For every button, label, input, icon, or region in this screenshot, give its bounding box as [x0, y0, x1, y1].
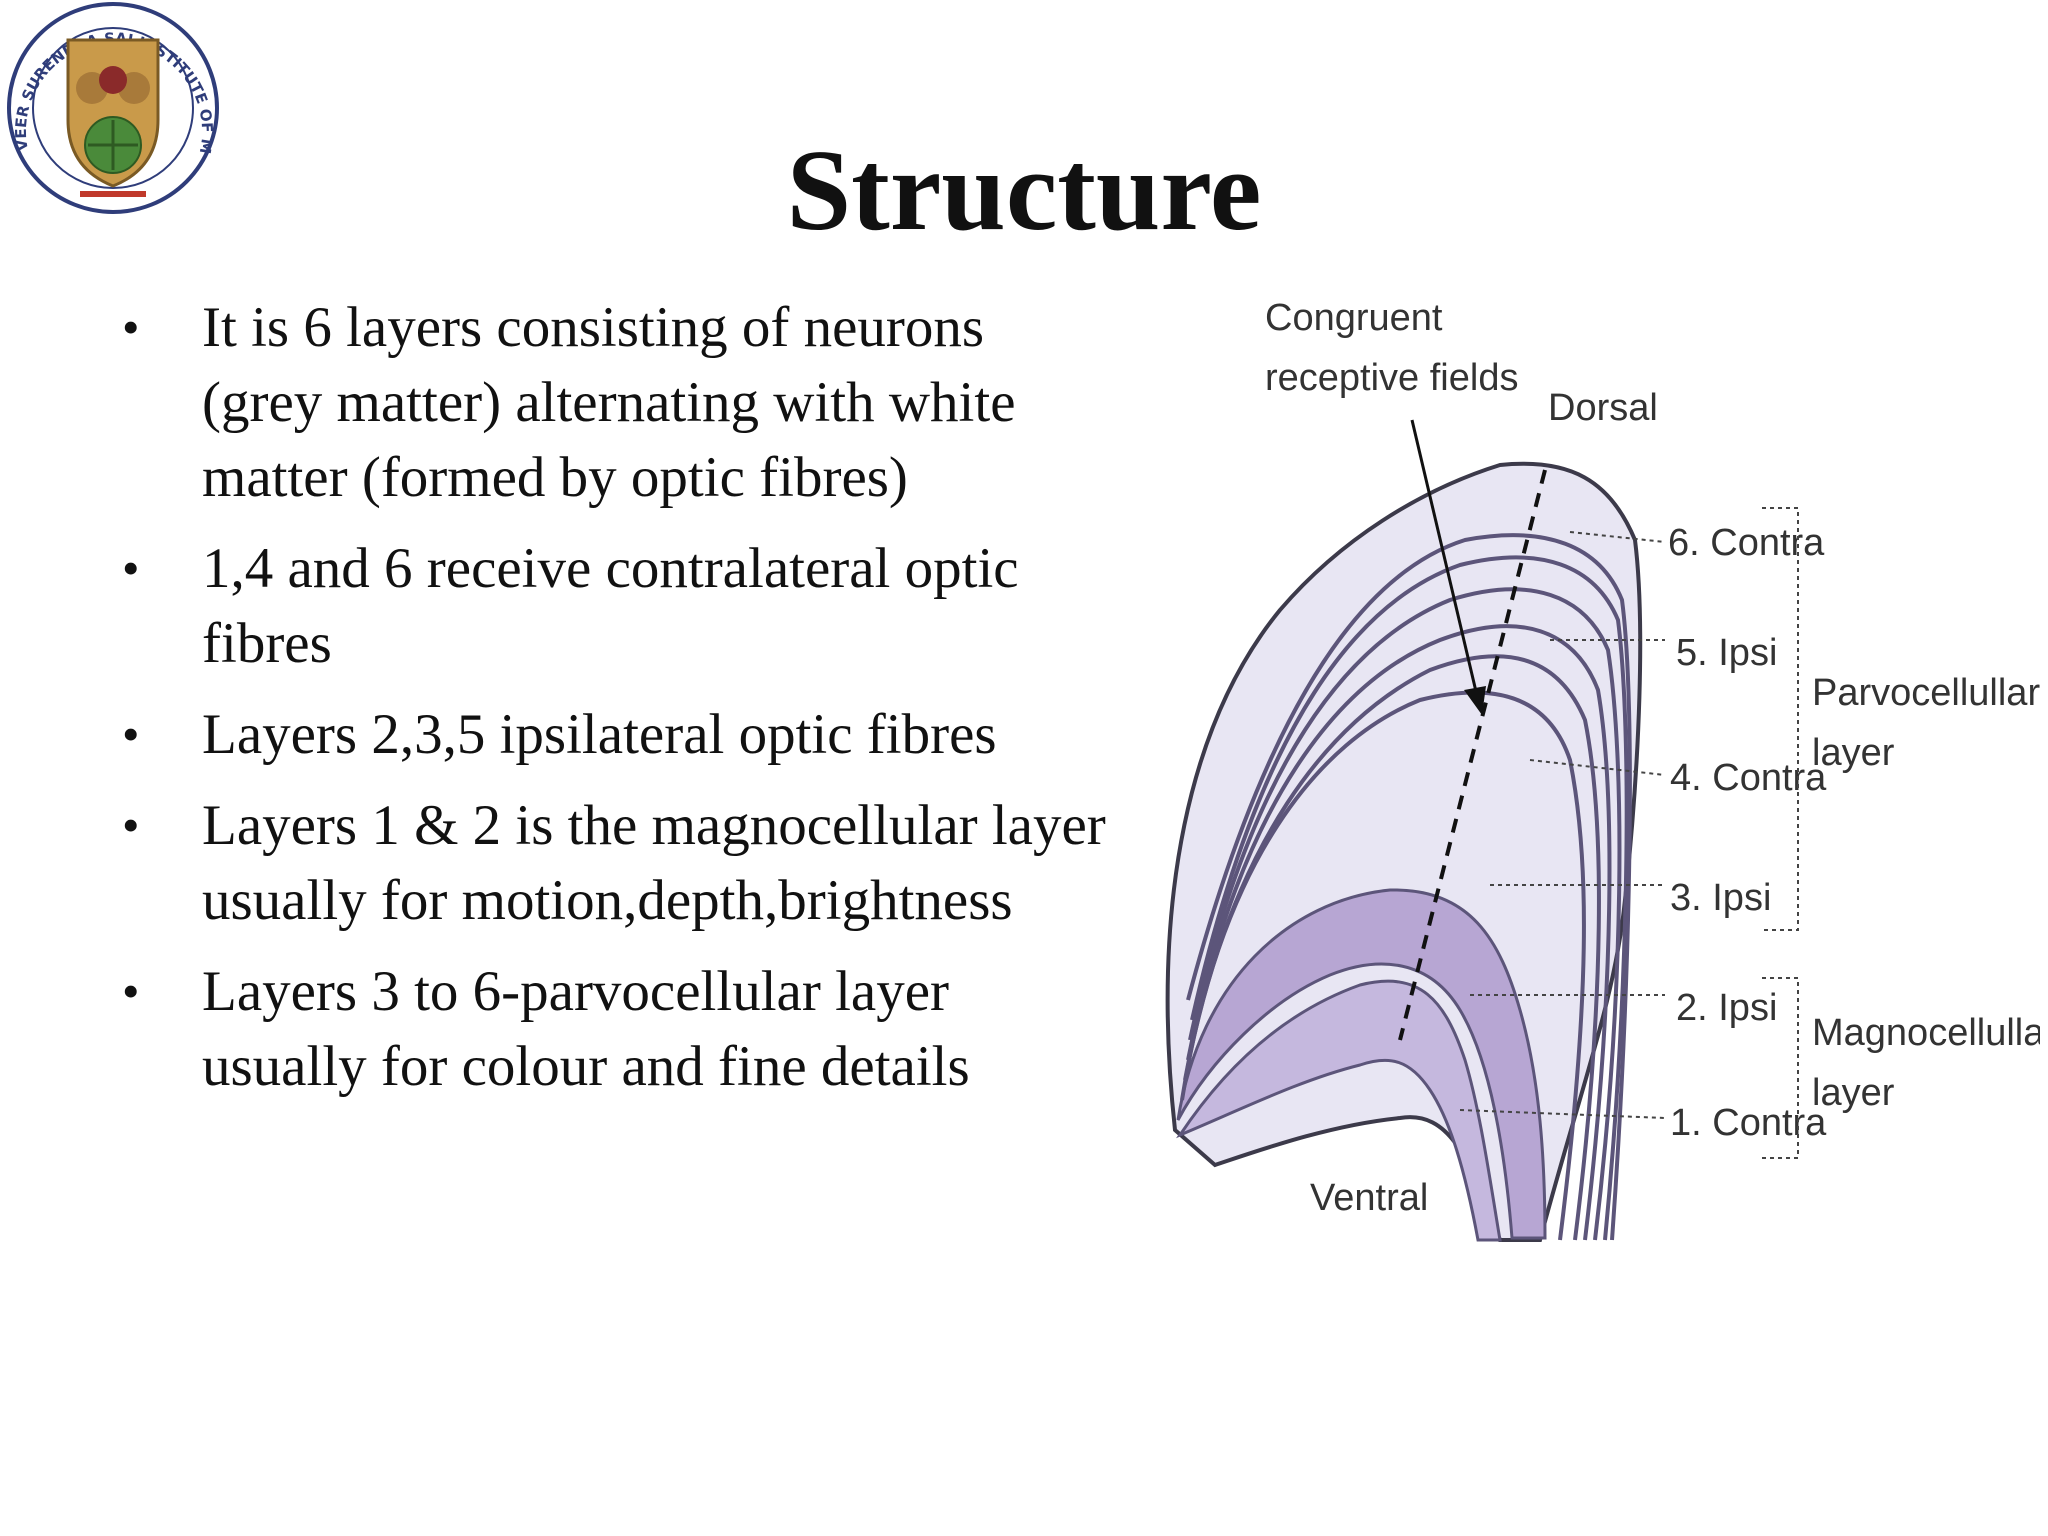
dorsal-ventral-dashed-line [1398, 469, 1547, 1041]
bullet-icon: • [122, 797, 140, 853]
layer-6-label: 6. Contra [1668, 522, 1825, 564]
bullet-item: • Layers 3 to 6-parvocellular layer usual… [118, 954, 1118, 1104]
bullet-icon: • [122, 706, 140, 762]
bullet-item: • Layers 1 & 2 is the magnocellular layer… [118, 788, 1118, 938]
bullet-text: Layers 3 to 6-parvocellular layer usuall… [202, 960, 970, 1098]
layer-curves [1180, 533, 1632, 1241]
layer-5-label: 5. Ipsi [1676, 632, 1777, 674]
layer-band-2 [1176, 888, 1547, 1240]
parvocellular-label: Parvocellullar [1812, 672, 2040, 714]
layer-1-label: 1. Contra [1670, 1102, 1827, 1144]
layer-leader-lines [1459, 531, 1666, 1119]
ventral-label: Ventral [1310, 1177, 1428, 1219]
bullet-item: • 1,4 and 6 receive contralateral optic f… [118, 531, 1118, 681]
layer-3-label: 3. Ipsi [1670, 877, 1771, 919]
magnocellular-label: Magnocellullar [1812, 1012, 2040, 1054]
layer-4-label: 4. Contra [1670, 757, 1827, 799]
parvocellular-label-line2: layer [1812, 732, 1895, 774]
magno-bracket [1762, 977, 1799, 1159]
slide-title: Structure [786, 127, 1262, 255]
bullet-icon: • [122, 299, 140, 355]
lgn-layer-diagram: Congruent receptive fields Dorsal Ventra… [1165, 297, 2040, 1242]
congruent-arrowhead-icon [1464, 686, 1486, 715]
parvo-bracket [1762, 507, 1799, 931]
bullet-text: 1,4 and 6 receive contralateral optic fi… [202, 537, 1019, 675]
layer-curve [1190, 555, 1629, 1241]
layer-curve [1183, 654, 1601, 1241]
layer-curve [1186, 624, 1612, 1241]
bullet-item: • Layers 2,3,5 ipsilateral optic fibres [118, 697, 1118, 772]
layer-band-1 [1176, 979, 1502, 1242]
institute-logo: VEER SURENDRA SAI INSTITUTE OF MEDICAL S… [0, 0, 219, 214]
bullet-text: Layers 1 & 2 is the magnocellular layer … [202, 794, 1106, 932]
bullet-icon: • [122, 963, 140, 1019]
congruent-label: Congruent [1265, 297, 1443, 339]
bullet-item: • It is 6 layers consisting of neurons (g… [118, 290, 1118, 515]
bullet-icon: • [122, 540, 140, 596]
bullet-text: Layers 2,3,5 ipsilateral optic fibres [202, 703, 997, 766]
layer-2-label: 2. Ipsi [1676, 987, 1777, 1029]
layer-curve [1180, 690, 1586, 1241]
bullet-list: • It is 6 layers consisting of neurons (g… [118, 290, 1118, 1120]
magnocellular-label-line2: layer [1812, 1072, 1895, 1114]
layer-curve [1188, 587, 1622, 1241]
layer-curve [1186, 533, 1632, 1241]
dorsal-label: Dorsal [1548, 387, 1658, 429]
bullet-text: It is 6 layers consisting of neurons (gr… [202, 296, 1016, 509]
congruent-arrow-line [1410, 419, 1480, 701]
congruent-label-line2: receptive fields [1265, 357, 1518, 399]
